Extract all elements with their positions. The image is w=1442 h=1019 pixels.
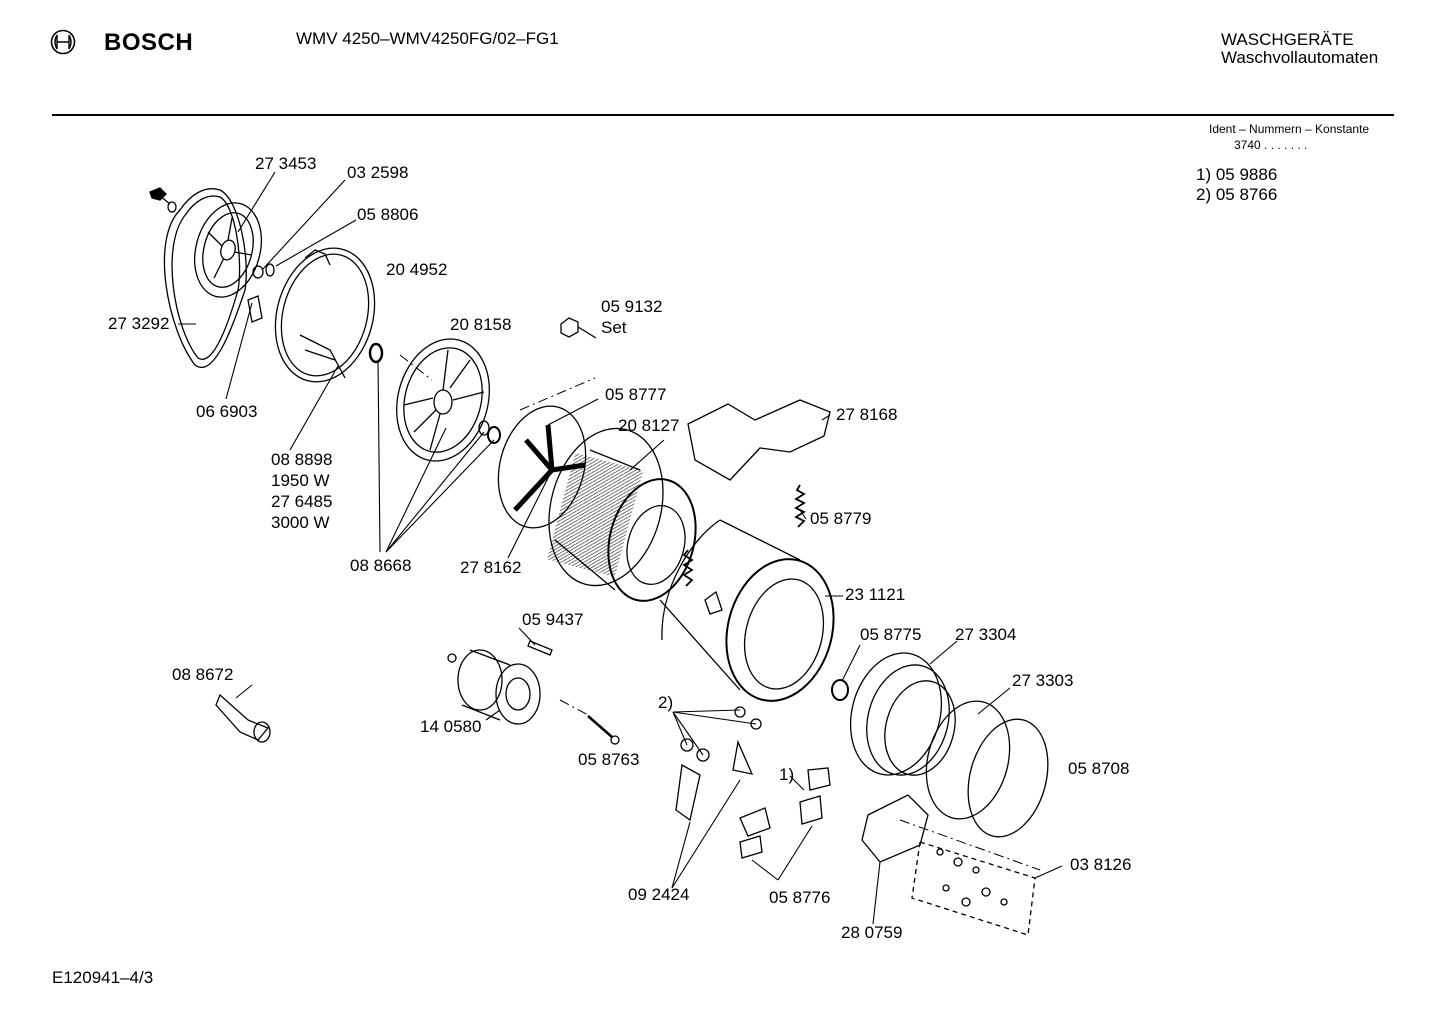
- seal-part: [832, 680, 848, 700]
- leader-lines: [178, 172, 1062, 924]
- ident-constant: 3740 . . . . . . .: [1234, 138, 1308, 152]
- fastener-set-part: [912, 842, 1035, 935]
- part-label: 27 6485: [271, 492, 333, 511]
- part-label: 08 8672: [172, 665, 234, 684]
- screw-set-part: [561, 318, 596, 338]
- part-label: 05 8806: [357, 205, 419, 224]
- part-label: 05 8776: [769, 888, 831, 907]
- washer-part: [266, 264, 274, 276]
- part-label: 03 8126: [1070, 855, 1132, 874]
- subcategory-title: Waschvollautomaten: [1221, 48, 1379, 67]
- part-label: 20 4952: [386, 260, 448, 279]
- part-label: 1950 W: [271, 471, 330, 490]
- category-title: WASCHGERÄTE: [1221, 30, 1354, 49]
- door-bellows-part: [837, 643, 965, 786]
- variant-note-1: 1) 05 9886: [1196, 165, 1278, 184]
- pin-part: [528, 641, 552, 655]
- part-label: 1): [779, 765, 795, 784]
- bosch-logo-icon: [50, 29, 76, 59]
- part-label: 20 8127: [618, 416, 680, 435]
- part-label: 27 3304: [955, 625, 1017, 644]
- damper-part: [676, 765, 700, 820]
- part-label: 09 2424: [628, 885, 690, 904]
- bracket-part: [248, 296, 262, 322]
- spring-part: [796, 485, 804, 527]
- part-label: 08 8668: [350, 556, 412, 575]
- screw-part: [588, 716, 612, 737]
- part-label: 05 9437: [522, 610, 584, 629]
- gasket-part: [956, 710, 1060, 846]
- clamp-ring-part: [914, 692, 1022, 829]
- drive-belt-part: [164, 189, 246, 368]
- model-number: WMV 4250–WMV4250FG/02–FG1: [296, 29, 559, 48]
- document-code: E120941–4/3: [52, 968, 154, 987]
- assembly-axis-lines: [400, 355, 1040, 870]
- header-divider: [52, 114, 1394, 116]
- part-label: 05 8763: [578, 750, 640, 769]
- part-label: 27 3453: [255, 154, 317, 173]
- part-label: 27 3303: [1012, 671, 1074, 690]
- damper-part: [733, 742, 752, 774]
- part-label: 20 8158: [450, 315, 512, 334]
- part-label: 2): [658, 693, 674, 712]
- heater-ring-part: [261, 237, 389, 393]
- counterweight-part: [688, 400, 830, 480]
- capacitor-part: [216, 695, 270, 742]
- part-label: 05 9132: [601, 297, 663, 316]
- part-label: 05 8708: [1068, 759, 1130, 778]
- part-label: 03 2598: [347, 163, 409, 182]
- brand-name: BOSCH: [104, 29, 194, 56]
- part-label: 27 8168: [836, 405, 898, 424]
- drum-part: [546, 415, 708, 610]
- part-label: 05 8779: [810, 509, 872, 528]
- outer-tub-part: [660, 520, 849, 713]
- washer-part: [253, 266, 263, 278]
- part-label: 06 6903: [196, 402, 258, 421]
- part-label: 05 8775: [860, 625, 922, 644]
- part-label: 05 8777: [605, 385, 667, 404]
- bearing-part: [370, 344, 382, 362]
- pulley-bolt-part: [150, 188, 176, 212]
- part-label: 08 8898: [271, 450, 333, 469]
- rear-flange-part: [383, 328, 502, 471]
- brush-holder-part: [740, 808, 770, 836]
- ident-title: Ident – Nummern – Konstante: [1209, 122, 1370, 136]
- pulley-part: [185, 195, 272, 304]
- part-label: 28 0759: [841, 923, 903, 942]
- motor-part: [448, 650, 540, 724]
- part-label: Set: [601, 318, 627, 337]
- part-label: 23 1121: [845, 585, 906, 604]
- part-label: 3000 W: [271, 513, 330, 532]
- part-label: 14 0580: [420, 717, 482, 736]
- part-label: 27 3292: [108, 314, 170, 333]
- part-label: 27 8162: [460, 558, 522, 577]
- bearing-part: [479, 421, 489, 435]
- variant-note-2: 2) 05 8766: [1196, 185, 1278, 204]
- bearing-part: [488, 427, 500, 443]
